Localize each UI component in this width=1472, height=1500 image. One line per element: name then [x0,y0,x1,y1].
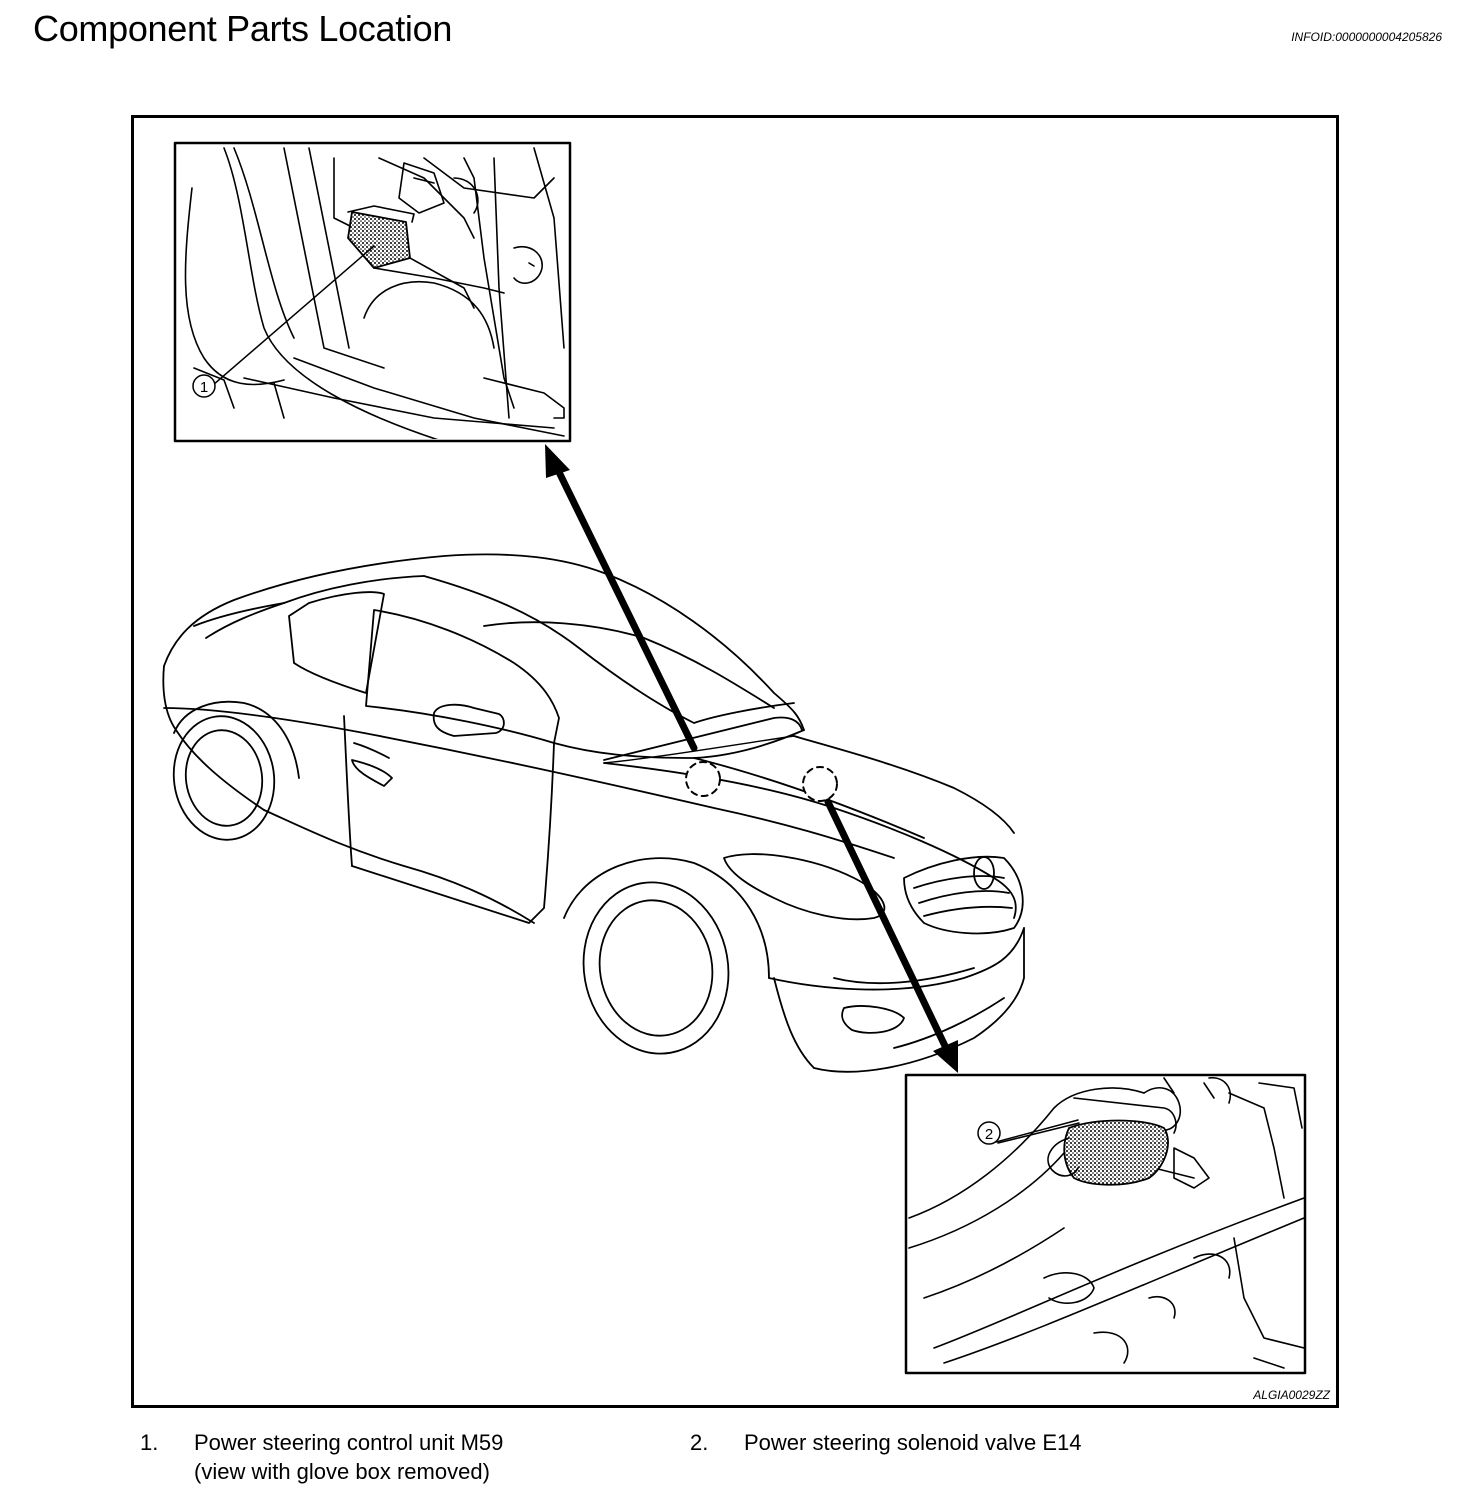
inset-control-unit [173,141,572,443]
callout-1-label: 1 [200,379,208,396]
arrow-icon [545,444,698,752]
legend-line-2: (view with glove box removed) [194,1459,490,1484]
info-id: INFOID:0000000004205826 [1291,30,1442,44]
callout-2-label: 2 [985,1126,993,1143]
legend-number: 1. [140,1430,159,1455]
legend-number: 2. [690,1430,709,1455]
legend-line-1: Power steering control unit M59 [194,1430,504,1455]
legend-text: Power steering solenoid valve E14 [744,1428,1082,1457]
arrow-icon [824,798,958,1073]
figure-code: ALGIA0029ZZ [1253,1388,1330,1402]
legend-text: Power steering control unit M59 (view wi… [194,1428,503,1486]
vehicle-illustration [162,553,1025,1073]
component-location-figure: 1 [131,115,1339,1408]
figure-drawing: 1 [162,141,1307,1375]
dashed-location-circle-icon [685,761,721,797]
page-title: Component Parts Location [33,8,453,49]
dashed-location-circle-icon [802,766,838,802]
callout-2-leader [995,1119,1079,1143]
legend-line-1: Power steering solenoid valve E14 [744,1430,1082,1455]
inset-solenoid-valve [904,1073,1307,1375]
